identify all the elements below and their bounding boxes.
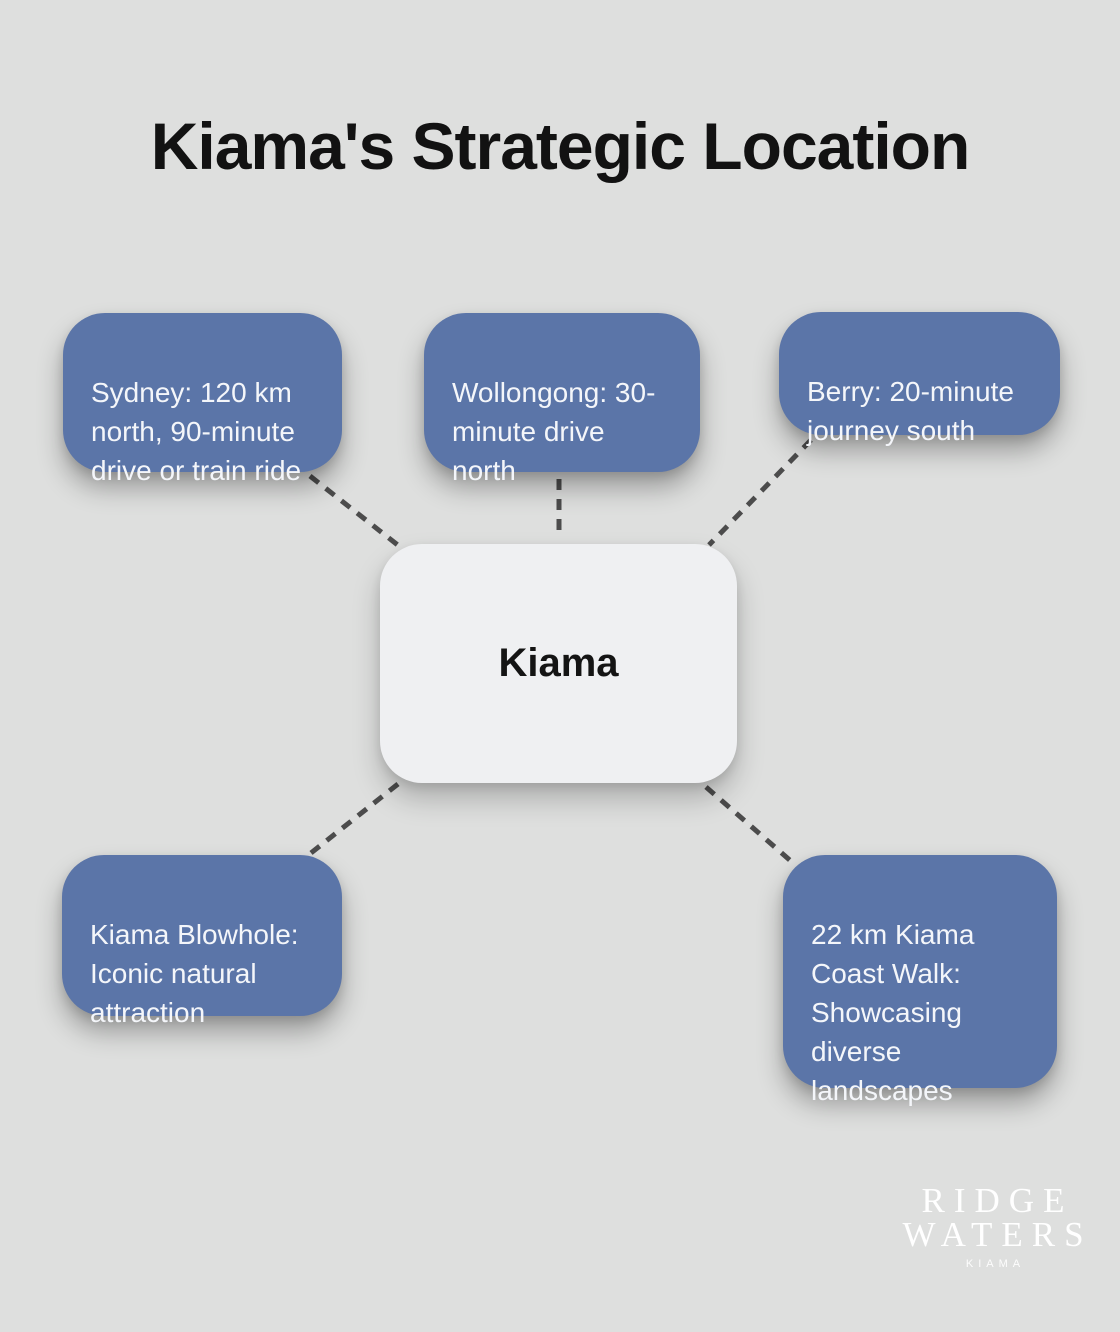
node-sydney-label: Sydney: 120 km north, 90-minute drive or… — [91, 377, 302, 486]
connector-center-to-blowhole — [309, 782, 400, 855]
node-coastwalk: 22 km Kiama Coast Walk: Showcasing diver… — [783, 855, 1057, 1106]
logo-line-ridge: RIDGE — [921, 1181, 1074, 1220]
node-coastwalk-label: 22 km Kiama Coast Walk: Showcasing diver… — [811, 919, 975, 1106]
node-berry-label: Berry: 20-minute journey south — [807, 376, 1014, 446]
logo-tagline: KIAMA — [965, 1258, 1026, 1270]
node-wollongong: Wollongong: 30- minute drive north — [424, 313, 700, 486]
page-title: Kiama's Strategic Location — [150, 109, 971, 183]
node-blowhole: Kiama Blowhole: Iconic natural attractio… — [62, 855, 342, 1028]
connector-berry-to-center — [707, 438, 813, 547]
connector-center-to-coastwalk — [704, 785, 794, 864]
logo-line-waters: WATERS — [902, 1215, 1093, 1254]
node-berry: Berry: 20-minute journey south — [779, 312, 1060, 446]
node-sydney: Sydney: 120 km north, 90-minute drive or… — [63, 313, 342, 486]
node-blowhole-label: Kiama Blowhole: Iconic natural attractio… — [90, 919, 299, 1028]
node-kiama-center: Kiama — [380, 544, 737, 783]
node-wollongong-label: Wollongong: 30- minute drive north — [452, 377, 656, 486]
brand-logo: RIDGE WATERS KIAMA — [858, 1181, 1120, 1270]
connector-sydney-to-center — [308, 474, 401, 548]
node-kiama-center-label: Kiama — [498, 641, 619, 685]
